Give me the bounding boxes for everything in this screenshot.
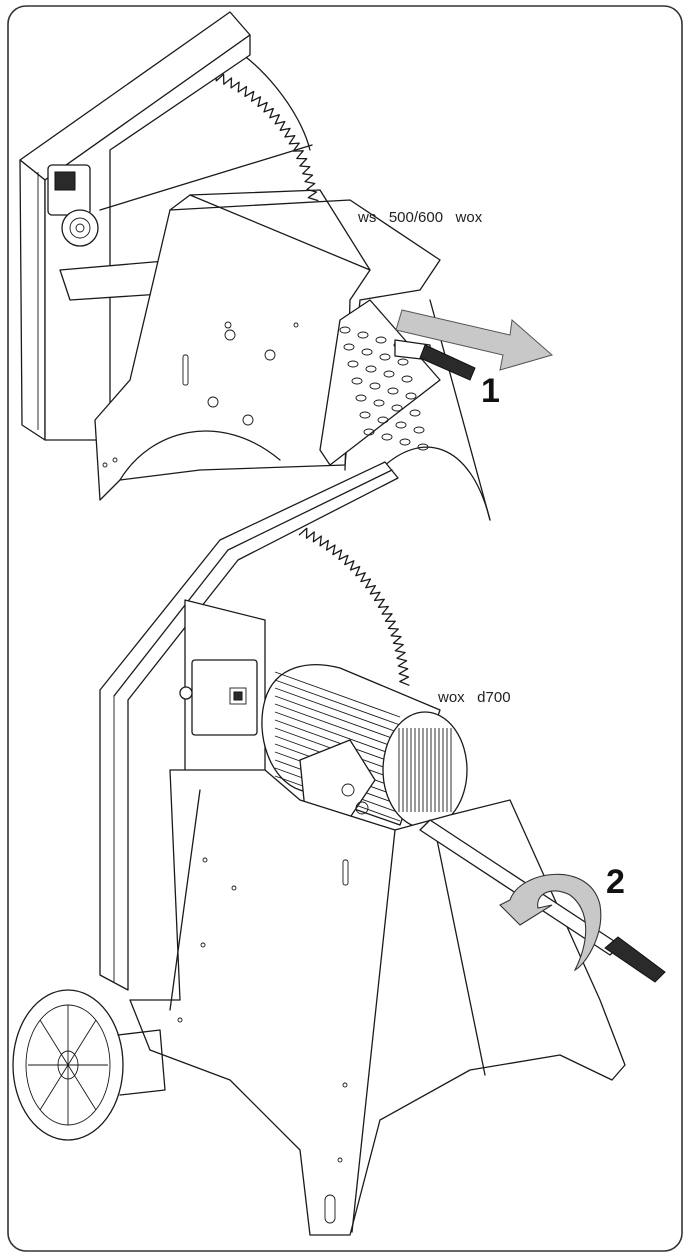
plate-hole [355, 394, 367, 402]
model-label-bottom: wox d700 [437, 689, 511, 706]
bottom-saw-illustration [12, 461, 666, 1236]
pull-out-arrow-icon [395, 309, 554, 371]
model-label-top: ws 500/600 wox [357, 209, 483, 226]
plate-hole [343, 343, 355, 351]
plate-hole [363, 428, 375, 436]
plate-hole [369, 382, 381, 390]
plate-hole [383, 370, 395, 378]
motor-fin [274, 687, 401, 734]
plate-hole [399, 438, 411, 446]
handle-top [394, 339, 476, 381]
plate-hole [361, 348, 373, 356]
motor-fin [274, 719, 401, 766]
motor [261, 664, 468, 829]
plate-hole [413, 426, 425, 434]
motor-fin [274, 671, 401, 718]
stand-body [129, 769, 626, 1236]
motor-fin [274, 695, 401, 742]
plate-hole [387, 387, 399, 395]
plate-hole [417, 443, 429, 451]
plate-hole [397, 358, 409, 366]
plate-hole [381, 433, 393, 441]
top-saw-illustration [19, 11, 554, 521]
plate-hole [395, 421, 407, 429]
plate-hole [339, 326, 351, 334]
plate-hole [359, 411, 371, 419]
plate-hole [375, 336, 387, 344]
switch-box-bottom [179, 659, 258, 736]
plate-hole [365, 365, 377, 373]
plate-hole [357, 331, 369, 339]
plate-hole [379, 353, 391, 361]
main-frame [99, 461, 399, 991]
step-number-1: 1 [481, 372, 500, 410]
perforated-plate [319, 299, 441, 466]
plate-hole [351, 377, 363, 385]
wheel [12, 989, 166, 1141]
switch-box-top [47, 164, 99, 247]
motor-fin [274, 679, 401, 726]
saw-blade-bottom [298, 527, 410, 686]
plate-hole [377, 416, 389, 424]
rotate-arrow-icon [499, 873, 602, 972]
motor-fin [274, 711, 401, 758]
plate-hole [405, 392, 417, 400]
machine-body-top [94, 189, 491, 521]
blade-guard-top [19, 11, 313, 441]
plate-hole [391, 404, 403, 412]
plate-hole [409, 409, 421, 417]
plate-hole [347, 360, 359, 368]
step-number-2: 2 [606, 863, 625, 901]
plate-hole [401, 375, 413, 383]
plate-hole [373, 399, 385, 407]
motor-fin [274, 703, 401, 750]
